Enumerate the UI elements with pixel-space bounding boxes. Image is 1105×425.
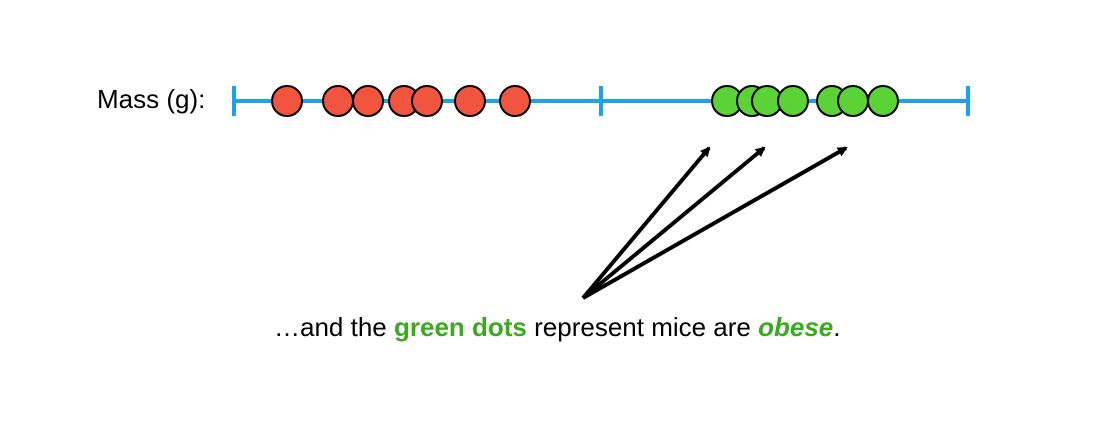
caption-suffix: .: [833, 312, 841, 342]
caption-prefix: …and the: [274, 312, 394, 342]
green-dot: [867, 85, 899, 117]
caption-emphasis: obese: [758, 312, 834, 342]
arrow: [582, 146, 848, 300]
arrows-group: [581, 146, 848, 300]
green-dot: [837, 85, 869, 117]
arrow: [581, 146, 711, 300]
caption: …and the green dots represent mice are o…: [274, 312, 841, 343]
arrow: [581, 146, 766, 300]
red-dot: [499, 85, 531, 117]
axis-label: Mass (g):: [97, 84, 206, 114]
red-dot: [454, 85, 486, 117]
red-dots-group: [271, 85, 531, 117]
red-dot: [271, 85, 303, 117]
caption-highlight: green dots: [393, 312, 527, 342]
red-dot: [352, 85, 384, 117]
caption-middle: represent mice are: [526, 312, 759, 342]
red-dot: [411, 85, 443, 117]
green-dot: [777, 85, 809, 117]
green-dots-group: [711, 85, 899, 117]
red-dot: [322, 85, 354, 117]
